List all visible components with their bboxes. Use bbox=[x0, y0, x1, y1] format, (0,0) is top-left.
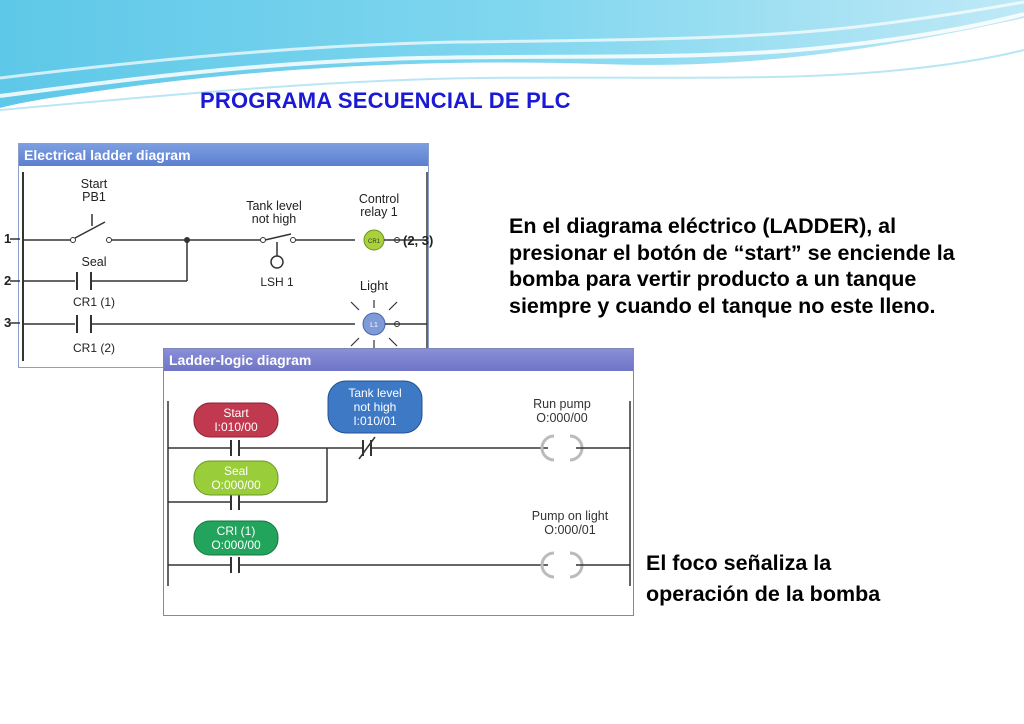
tank-address: I:010/01 bbox=[353, 414, 397, 428]
rung-number-1: 1 bbox=[4, 231, 12, 246]
rung-number-2: 2 bbox=[4, 273, 12, 288]
pump-light-coil-left bbox=[540, 551, 555, 579]
run-pump-coil-left bbox=[540, 434, 555, 462]
start-name: Start bbox=[223, 406, 249, 420]
description-paragraph: En el diagrama eléctrico (LADDER), al pr… bbox=[509, 214, 955, 318]
tank-nc-slash bbox=[358, 436, 376, 460]
light-description-line-2: operación de la bomba bbox=[646, 582, 881, 606]
electrical-ladder-panel: Electrical ladder diagram bbox=[18, 143, 433, 368]
cr1-1-label: CR1 (1) bbox=[73, 295, 115, 309]
pump-light-address: O:000/01 bbox=[544, 523, 595, 537]
start-label: Start bbox=[81, 177, 108, 191]
ladder-logic-header: Ladder-logic diagram bbox=[164, 349, 633, 371]
seal-name: Seal bbox=[224, 464, 248, 478]
seal-label: Seal bbox=[81, 255, 106, 269]
relay1-label: relay 1 bbox=[360, 205, 398, 219]
rung-number-3: 3 bbox=[4, 315, 12, 330]
control-label: Control bbox=[359, 192, 399, 206]
cr1-coil-text: CR1 bbox=[368, 239, 381, 245]
pump-light-label: Pump on light bbox=[532, 509, 609, 523]
l1-text: L1 bbox=[370, 322, 378, 329]
tank-bubble: Tank level not high I:010/01 bbox=[327, 380, 423, 434]
run-pump-address: O:000/00 bbox=[536, 411, 587, 425]
tank-name-1: Tank level bbox=[348, 386, 401, 400]
pb1-label: PB1 bbox=[82, 190, 106, 204]
lsh1-float-symbol bbox=[270, 255, 284, 269]
slide-title: PROGRAMA SECUENCIAL DE PLC bbox=[200, 88, 571, 113]
light-l1-symbol bbox=[350, 300, 398, 348]
header-wave-decoration bbox=[0, 0, 1024, 111]
run-pump-label: Run pump bbox=[533, 397, 591, 411]
cross-reference-label: (2, 3) bbox=[403, 233, 433, 248]
ladder-logic-svg: Start I:010/00 Tank level not high I:010… bbox=[167, 380, 631, 586]
cri-name: CRI (1) bbox=[217, 524, 256, 538]
seal-address: O:000/00 bbox=[211, 478, 261, 492]
cri-address: O:000/00 bbox=[211, 538, 261, 552]
ladder-logic-panel: Ladder-logic diagram Star bbox=[163, 348, 634, 616]
light-description: El foco señaliza la operación de la bomb… bbox=[646, 548, 1006, 610]
light-label: Light bbox=[360, 278, 389, 293]
rung-lead-lines bbox=[10, 238, 20, 324]
tank-level-switch bbox=[264, 233, 292, 241]
tank-level-label: Tank level bbox=[246, 199, 302, 213]
seal-bubble: Seal O:000/00 bbox=[193, 460, 279, 496]
start-address: I:010/00 bbox=[214, 420, 258, 434]
cri-bubble: CRI (1) O:000/00 bbox=[193, 520, 279, 556]
cr1-2-label: CR1 (2) bbox=[73, 341, 115, 355]
start-pb1-switch bbox=[74, 221, 106, 239]
tank-name-2: not high bbox=[354, 400, 397, 414]
electrical-panel-header: Electrical ladder diagram bbox=[19, 144, 428, 166]
light-description-line-1: El foco señaliza la bbox=[646, 551, 832, 575]
electrical-diagram-svg: Start PB1 Tank level not high LSH 1 Cont… bbox=[22, 172, 433, 361]
not-high-label: not high bbox=[252, 212, 297, 226]
lsh1-label: LSH 1 bbox=[260, 275, 294, 289]
start-bubble: Start I:010/00 bbox=[193, 402, 279, 438]
